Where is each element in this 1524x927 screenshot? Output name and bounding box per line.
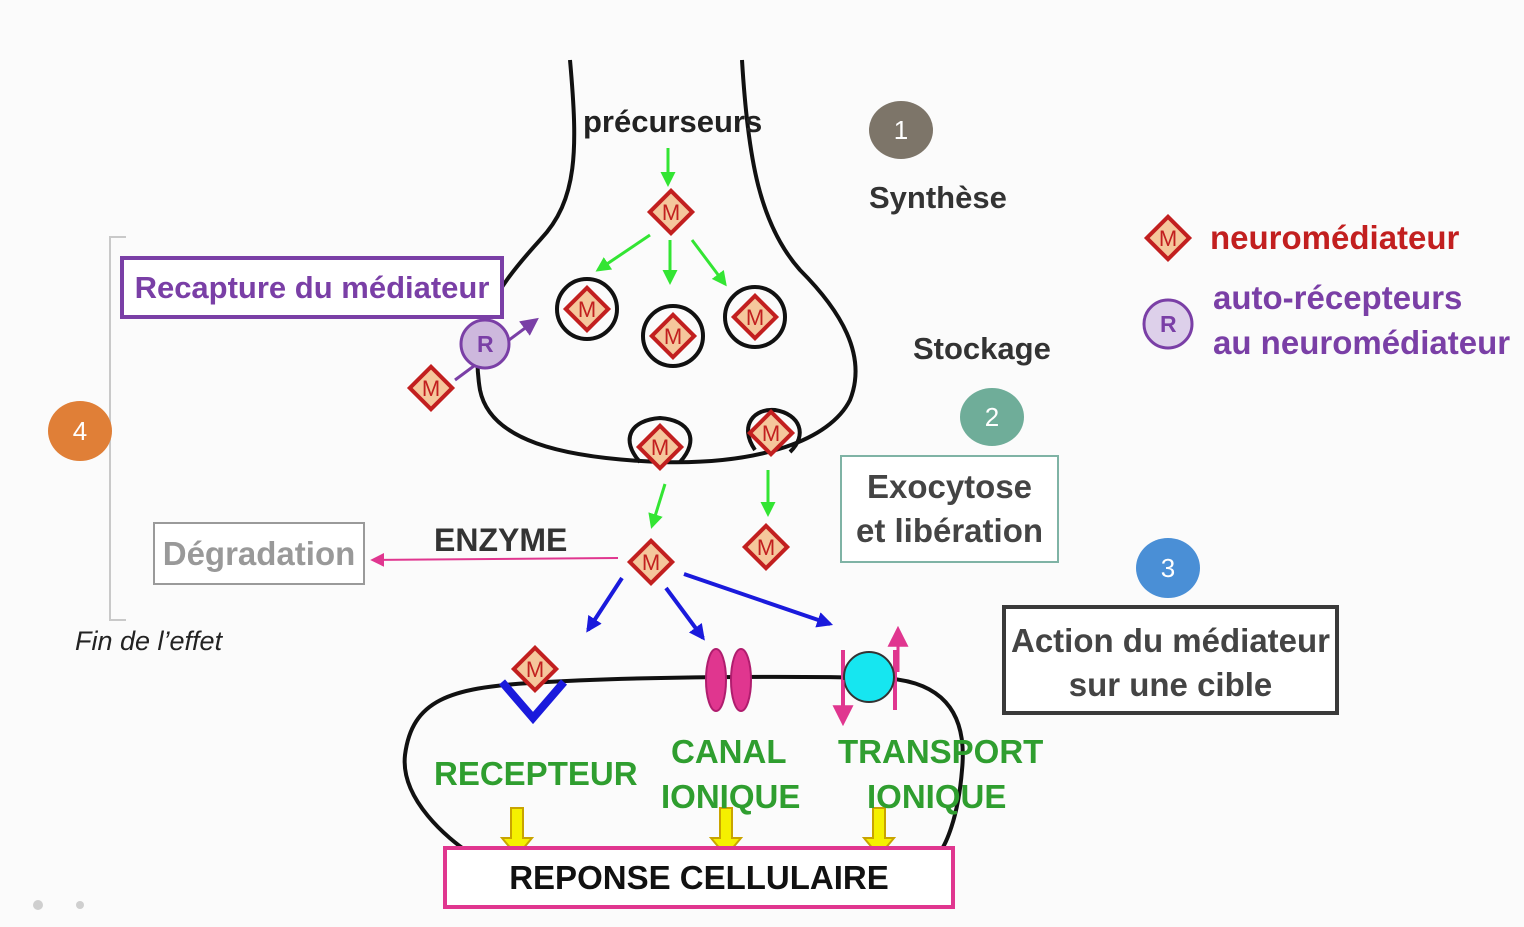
- reuptake-box: Recapture du médiateur: [120, 256, 504, 319]
- step-2-badge: 2: [960, 388, 1024, 446]
- legend-r-letter: R: [1160, 311, 1177, 337]
- ion-channel-label-1: CANAL: [671, 733, 787, 770]
- ion-channel-label-2: IONIQUE: [661, 778, 801, 815]
- action-line-2: sur une cible: [1068, 666, 1273, 703]
- cell-response-text: REPONSE CELLULAIRE: [509, 859, 889, 896]
- receptor-shape: [498, 679, 568, 725]
- autoreceptor: [459, 318, 511, 370]
- degradation-box: Dégradation: [153, 522, 365, 585]
- reuptake-box-text: Recapture du médiateur: [134, 270, 490, 305]
- yellow-arrows: [499, 807, 897, 858]
- exocytosis-box: Exocytose et libération: [840, 455, 1059, 563]
- blue-arrows: [586, 572, 834, 641]
- ion-transport-label-1: TRANSPORT: [838, 733, 1044, 770]
- green-arrows: [595, 148, 776, 529]
- storage-label: Stockage: [913, 331, 1051, 366]
- legend-r-circle: [1142, 298, 1194, 350]
- legend-neuromediator-label: neuromédiateur: [1210, 219, 1460, 256]
- legend-autoreceptor-line-2: au neuromédiateur: [1213, 324, 1511, 361]
- autoreceptor-letter: R: [477, 331, 494, 357]
- action-box: Action du médiateur sur une cible: [1002, 605, 1339, 715]
- ion-transport-label-2: IONIQUE: [867, 778, 1007, 815]
- step-3-badge: 3: [1136, 538, 1200, 598]
- exocytosis-line-2: et libération: [855, 512, 1044, 549]
- step-1-badge: 1: [869, 101, 933, 159]
- action-line-1: Action du médiateur: [1010, 622, 1331, 659]
- enzyme-label: ENZYME: [434, 522, 568, 558]
- cell-response-box: REPONSE CELLULAIRE: [443, 846, 955, 909]
- ion-transport-shape: [832, 625, 909, 727]
- postsynaptic-membrane: [402, 674, 965, 854]
- ion-channel-shape: [705, 648, 752, 712]
- precursors-label: précurseurs: [583, 104, 763, 139]
- step-4-badge: 4: [48, 401, 112, 461]
- synthesis-label: Synthèse: [869, 180, 1007, 215]
- end-of-effect-label: Fin de l’effet: [75, 626, 223, 656]
- exocytosis-line-1: Exocytose: [866, 468, 1033, 505]
- legend-autoreceptor-line-1: auto-récepteurs: [1213, 279, 1463, 316]
- vesicles: [555, 277, 802, 464]
- degradation-arrow: [370, 552, 619, 567]
- corner-artifacts: [33, 900, 84, 910]
- degradation-box-text: Dégradation: [162, 535, 356, 572]
- receptor-label: RECEPTEUR: [434, 755, 638, 792]
